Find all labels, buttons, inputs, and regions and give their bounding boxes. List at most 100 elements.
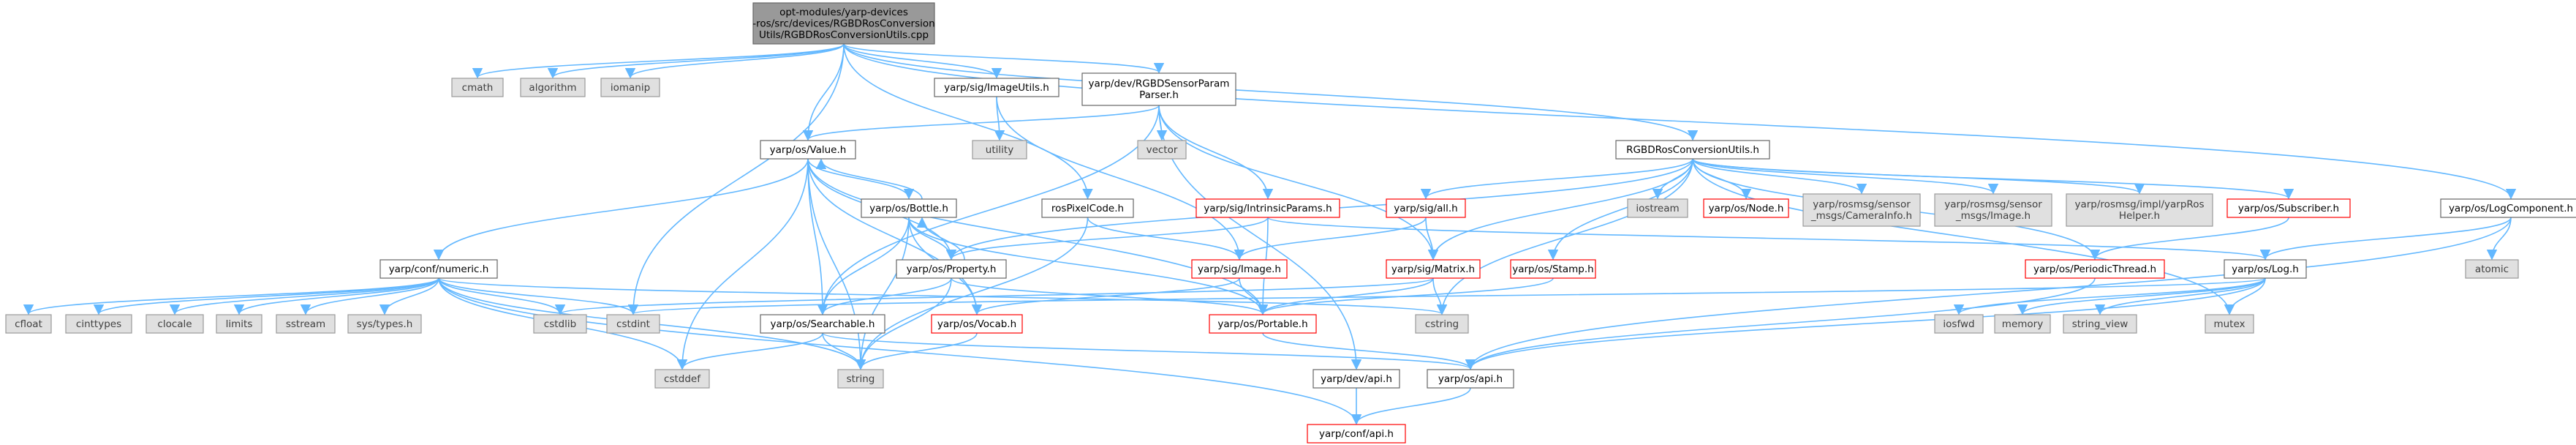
- edge-periodic-to-osapi: [1465, 277, 2096, 370]
- node-cinttypes[interactable]: cinttypes: [65, 314, 132, 334]
- edge-numeric-to-confapi: [438, 277, 1362, 425]
- node-box: [931, 314, 1023, 334]
- node-stamp[interactable]: yarp/os/Stamp.h: [1510, 259, 1596, 279]
- node-box: [972, 140, 1027, 160]
- node-imageutils[interactable]: yarp/sig/ImageUtils.h: [934, 78, 1060, 97]
- node-iomanip[interactable]: iomanip: [600, 78, 660, 97]
- node-all[interactable]: yarp/sig/all.h: [1386, 198, 1466, 218]
- node-box: [2440, 198, 2576, 218]
- node-box: [1312, 369, 1400, 389]
- node-label: atomic: [2475, 263, 2509, 275]
- edge-matrix-to-cstdlib: [555, 277, 1434, 315]
- node-cstddef[interactable]: cstddef: [654, 369, 710, 389]
- node-cfloat[interactable]: cfloat: [5, 314, 52, 334]
- edge-rgbdutils-to-matrix: [1427, 158, 1693, 261]
- node-atomic[interactable]: atomic: [2465, 259, 2519, 279]
- node-iostream[interactable]: iostream: [1627, 198, 1688, 218]
- node-label: yarp/os/Log.h: [2232, 263, 2299, 275]
- node-label: memory: [2002, 318, 2043, 330]
- node-property[interactable]: yarp/os/Property.h: [896, 259, 1007, 279]
- node-iosfwd[interactable]: iosfwd: [1934, 314, 1984, 334]
- node-label: yarp/conf/numeric.h: [389, 263, 489, 275]
- node-devapi[interactable]: yarp/dev/api.h: [1312, 369, 1400, 389]
- node-osapi[interactable]: yarp/os/api.h: [1427, 369, 1514, 389]
- edge-matrix-to-portable: [1257, 277, 1434, 315]
- edge-log-to-memory: [2017, 277, 2266, 315]
- node-string[interactable]: string: [837, 369, 884, 389]
- node-root[interactable]: opt-modules/yarp-devices-ros/src/devices…: [752, 2, 935, 45]
- node-log[interactable]: yarp/os/Log.h: [2224, 259, 2307, 279]
- edge-rgbdutils-to-stamp: [1547, 158, 1693, 261]
- node-cstdlib[interactable]: cstdlib: [533, 314, 587, 334]
- node-rgbdutils[interactable]: RGBDRosConversionUtils.h: [1615, 140, 1770, 160]
- node-limits[interactable]: limits: [216, 314, 262, 334]
- node-box: [2226, 198, 2351, 218]
- node-numeric[interactable]: yarp/conf/numeric.h: [379, 259, 498, 279]
- edge-root-to-rgbdutils: [843, 43, 1698, 141]
- edge-searchable-to-osapi: [822, 332, 1476, 370]
- node-camerainfo[interactable]: yarp/rosmsg/sensor_msgs/CameraInfo.h: [1802, 193, 1921, 227]
- node-label: yarp/sig/all.h: [1394, 203, 1457, 214]
- edge-logcomponent-to-log: [2259, 217, 2512, 261]
- edge-logcomponent-to-atomic: [2486, 217, 2512, 261]
- node-box: [1386, 259, 1481, 279]
- node-label: cinttypes: [76, 318, 121, 330]
- node-intrinsic[interactable]: yarp/sig/IntrinsicParams.h: [1196, 198, 1340, 218]
- node-portable[interactable]: yarp/os/Portable.h: [1209, 314, 1317, 334]
- node-sstream[interactable]: sstream: [276, 314, 336, 334]
- edge-numeric-to-systypes: [379, 277, 439, 315]
- node-label: cmath: [462, 82, 494, 94]
- node-label: yarp/os/Bottle.h: [869, 203, 948, 214]
- dependency-edges: [23, 43, 2516, 425]
- node-image[interactable]: yarp/sig/Image.h: [1191, 259, 1288, 279]
- node-stringview[interactable]: string_view: [2063, 314, 2137, 334]
- node-searchable[interactable]: yarp/os/Searchable.h: [760, 314, 885, 334]
- node-confapi[interactable]: yarp/conf/api.h: [1307, 424, 1406, 444]
- edge-log-to-mutex: [2224, 277, 2266, 315]
- node-label: opt-modules/yarp-devices: [779, 7, 908, 18]
- node-box: [1934, 314, 1984, 334]
- edge-numeric-to-limits: [233, 277, 439, 315]
- node-periodic[interactable]: yarp/os/PeriodicThread.h: [2025, 259, 2165, 279]
- node-node[interactable]: yarp/os/Node.h: [1703, 198, 1789, 218]
- node-box: [2465, 259, 2519, 279]
- edge-numeric-to-cstdint: [438, 277, 639, 315]
- node-box: [1137, 140, 1187, 160]
- node-label: cfloat: [15, 318, 42, 330]
- node-box: [451, 78, 504, 97]
- edge-image-to-vocab: [971, 277, 1240, 315]
- node-value[interactable]: yarp/os/Value.h: [760, 140, 856, 160]
- node-logcomponent[interactable]: yarp/os/LogComponent.h: [2440, 198, 2576, 218]
- node-box: [216, 314, 262, 334]
- node-algorithm[interactable]: algorithm: [520, 78, 586, 97]
- node-box: [2205, 314, 2254, 334]
- node-label: yarp/rosmsg/sensor: [1813, 199, 1911, 211]
- node-mutex[interactable]: mutex: [2205, 314, 2254, 334]
- node-vector[interactable]: vector: [1137, 140, 1187, 160]
- node-cstring[interactable]: cstring: [1415, 314, 1469, 334]
- node-box: [654, 369, 710, 389]
- node-box: [1209, 314, 1317, 334]
- node-cmath[interactable]: cmath: [451, 78, 504, 97]
- edge-bottle-to-portable: [908, 217, 1269, 315]
- node-label: yarp/rosmsg/sensor: [1944, 199, 2042, 211]
- node-matrix[interactable]: yarp/sig/Matrix.h: [1386, 259, 1481, 279]
- node-utility[interactable]: utility: [972, 140, 1027, 160]
- edge-numeric-to-clocale: [169, 277, 439, 315]
- edge-value-to-numeric: [433, 158, 809, 261]
- node-subscriber[interactable]: yarp/os/Subscriber.h: [2226, 198, 2351, 218]
- node-rospixel[interactable]: rosPixelCode.h: [1041, 198, 1134, 218]
- node-memory[interactable]: memory: [1994, 314, 2051, 334]
- node-vocab[interactable]: yarp/os/Vocab.h: [931, 314, 1023, 334]
- node-clocale[interactable]: clocale: [146, 314, 204, 334]
- edge-numeric-to-cinttypes: [94, 277, 439, 315]
- node-rosimage[interactable]: yarp/rosmsg/sensor_msgs/Image.h: [1934, 193, 2052, 227]
- node-systypes[interactable]: sys/types.h: [347, 314, 422, 334]
- node-label: vector: [1147, 144, 1178, 156]
- node-cstdint[interactable]: cstdint: [606, 314, 660, 334]
- node-box: [1510, 259, 1596, 279]
- node-box: [1386, 198, 1466, 218]
- node-bottle[interactable]: yarp/os/Bottle.h: [861, 198, 957, 218]
